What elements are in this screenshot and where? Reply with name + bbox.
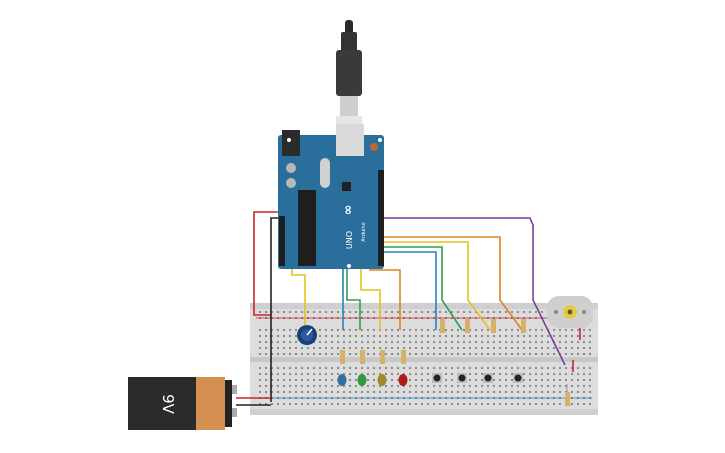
wires (236, 211, 581, 406)
pushbutton (513, 373, 523, 383)
led-resistor (401, 350, 406, 364)
motor-resistor (565, 384, 570, 406)
wire-green-btn2 (380, 246, 463, 331)
pushbuttons (432, 373, 523, 383)
wire-blue-btn1 (380, 251, 437, 330)
arduino-model-label: UNO (345, 231, 354, 249)
led-resistor (380, 350, 385, 364)
leds (337, 374, 408, 386)
led (337, 374, 347, 386)
pushbutton (457, 373, 467, 383)
button-resistor (465, 319, 470, 333)
led-resistors (340, 350, 406, 364)
wire-orange-btn4 (380, 236, 523, 331)
led (398, 374, 408, 386)
wire-yellow-btn3 (380, 241, 491, 331)
led-resistor (340, 350, 345, 364)
button-resistor (491, 319, 496, 333)
breadboard (250, 303, 598, 415)
led (377, 374, 387, 386)
arduino-uno-board (278, 124, 384, 269)
wire-red-power (253, 211, 288, 316)
led (357, 374, 367, 386)
dc-motor (547, 296, 593, 328)
wire-green-led2 (346, 268, 361, 330)
led-resistor (360, 350, 365, 364)
arduino-brand-label: Arduino (361, 222, 367, 241)
arduino-logo: ∞ (341, 205, 356, 216)
wire-purple-motor (380, 217, 566, 366)
battery-label: 9V (159, 394, 177, 415)
button-resistors (440, 319, 526, 333)
pushbutton (432, 373, 442, 383)
battery-9v (128, 377, 237, 430)
potentiometer (297, 325, 317, 345)
button-resistor (440, 319, 445, 333)
wire-yellow-led3 (360, 268, 381, 330)
button-resistor (521, 319, 526, 333)
pushbutton (483, 373, 493, 383)
